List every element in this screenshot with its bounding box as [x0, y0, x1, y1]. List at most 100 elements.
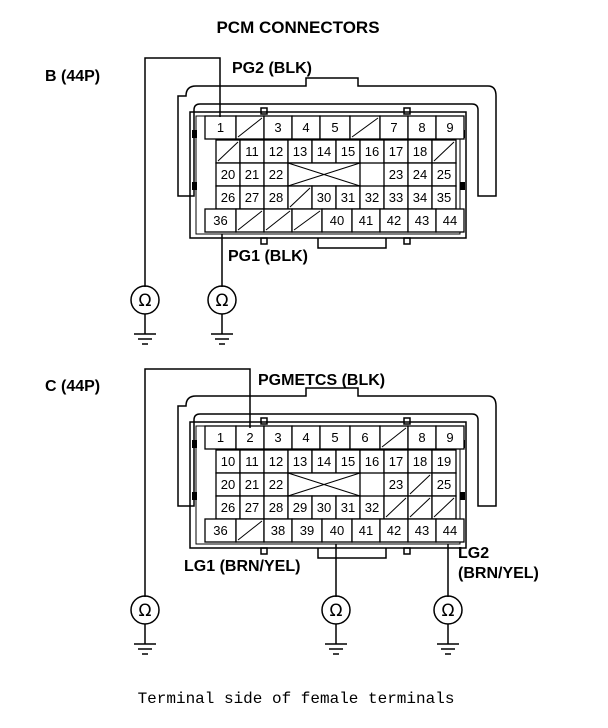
- terminal-number: 7: [390, 120, 397, 135]
- terminal-cell: 14: [311, 449, 337, 474]
- empty-cavity-mark: [265, 210, 291, 231]
- probe-label-pgmetcs: PGMETCS (BLK): [258, 372, 385, 389]
- terminal-cell: [287, 185, 313, 210]
- terminal-cell: 22: [263, 472, 289, 497]
- terminal-number: 26: [221, 500, 235, 515]
- terminal-cell: [291, 208, 323, 233]
- terminal-cell: 43: [407, 518, 437, 543]
- terminal-cell: 28: [263, 185, 289, 210]
- terminal-cell: 12: [263, 139, 289, 164]
- terminal-number: 4: [302, 430, 309, 445]
- terminal-number: 2: [246, 430, 253, 445]
- terminal-cell: 25: [431, 472, 457, 497]
- terminal-number: 43: [415, 523, 429, 538]
- probe-wires: [144, 57, 449, 597]
- terminal-number: 8: [418, 430, 425, 445]
- wire-pg2: [144, 57, 221, 287]
- terminal-number: 6: [361, 430, 368, 445]
- terminal-number: 23: [389, 167, 403, 182]
- terminal-cell: 43: [407, 208, 437, 233]
- terminal-cell: [349, 115, 381, 140]
- terminal-cell: 17: [383, 139, 409, 164]
- blocked-area: [287, 472, 361, 497]
- terminal-number: 22: [269, 477, 283, 492]
- probe-label-pg1: PG1 (BLK): [228, 248, 308, 265]
- terminal-cell: 15: [335, 449, 361, 474]
- terminal-cell: [407, 472, 433, 497]
- terminal-number: 23: [389, 477, 403, 492]
- ground-icon: [134, 314, 156, 345]
- terminal-number: 8: [418, 120, 425, 135]
- terminal-number: 11: [245, 144, 259, 159]
- terminal-number: 43: [415, 213, 429, 228]
- terminal-cell: 8: [407, 115, 437, 140]
- terminal-cell: 27: [239, 185, 265, 210]
- terminal-number: 16: [365, 144, 379, 159]
- terminal-cell: 28: [263, 495, 289, 520]
- terminal-cell: 14: [311, 139, 337, 164]
- terminal-cell: 31: [335, 185, 361, 210]
- terminal-number: 27: [245, 500, 259, 515]
- terminal-number: 15: [341, 454, 355, 469]
- svg-text:Ω: Ω: [139, 601, 152, 621]
- empty-cavity-mark: [385, 497, 407, 518]
- terminal-cell: [407, 495, 433, 520]
- probe-label-lg2-color: (BRN/YEL): [458, 565, 539, 582]
- terminal-cell: 16: [359, 139, 385, 164]
- connector-c-label: C (44P): [45, 378, 100, 395]
- terminal-cell: 41: [351, 518, 381, 543]
- terminal-number: 5: [331, 120, 338, 135]
- terminal-number: 3: [274, 120, 281, 135]
- ohmmeter-icon: Ω: [130, 285, 160, 345]
- terminal-number: 9: [446, 430, 453, 445]
- terminal-number: 22: [269, 167, 283, 182]
- terminal-number: 9: [446, 120, 453, 135]
- ohmmeter-icon: Ω: [433, 595, 463, 655]
- terminal-cell: [235, 518, 265, 543]
- terminal-number: 44: [443, 523, 457, 538]
- terminal-cell: 23: [383, 472, 409, 497]
- terminal-number: 42: [387, 523, 401, 538]
- terminal-number: 33: [389, 190, 403, 205]
- terminal-cell: 22: [263, 162, 289, 187]
- svg-text:Ω: Ω: [442, 601, 455, 621]
- terminal-number: 31: [341, 500, 355, 515]
- terminal-number: 20: [221, 477, 235, 492]
- empty-cavity-mark: [289, 187, 311, 208]
- terminal-cell: 2: [235, 425, 265, 450]
- ground-icon: [211, 314, 233, 345]
- terminal-cell: 9: [435, 425, 465, 450]
- terminal-cell: 24: [407, 162, 433, 187]
- terminal-number: 29: [293, 500, 307, 515]
- connector-b-label: B (44P): [45, 68, 100, 85]
- terminal-number: 44: [443, 213, 457, 228]
- svg-text:Ω: Ω: [139, 291, 152, 311]
- terminal-number: 17: [389, 144, 403, 159]
- terminal-number: 25: [437, 167, 451, 182]
- terminal-number: 30: [317, 500, 331, 515]
- terminal-cell: 8: [407, 425, 437, 450]
- terminal-number: 26: [221, 190, 235, 205]
- terminal-cell: [235, 115, 265, 140]
- terminal-number: 32: [365, 500, 379, 515]
- terminal-cell: 27: [239, 495, 265, 520]
- terminal-number: 31: [341, 190, 355, 205]
- terminal-cell: 36: [204, 208, 237, 233]
- terminal-cell: 40: [321, 208, 353, 233]
- terminal-cell: [431, 139, 457, 164]
- empty-cavity-mark: [433, 497, 455, 518]
- terminal-number: 30: [317, 190, 331, 205]
- empty-cavity-mark: [237, 117, 263, 138]
- terminal-number: 32: [365, 190, 379, 205]
- terminal-number: 35: [437, 190, 451, 205]
- terminal-cell: 1: [204, 425, 237, 450]
- terminal-cell: 40: [321, 518, 353, 543]
- terminal-number: 40: [330, 213, 344, 228]
- terminal-cell: [215, 139, 241, 164]
- terminal-number: 20: [221, 167, 235, 182]
- terminal-number: 39: [300, 523, 314, 538]
- terminal-cell: 12: [263, 449, 289, 474]
- terminal-number: 28: [269, 500, 283, 515]
